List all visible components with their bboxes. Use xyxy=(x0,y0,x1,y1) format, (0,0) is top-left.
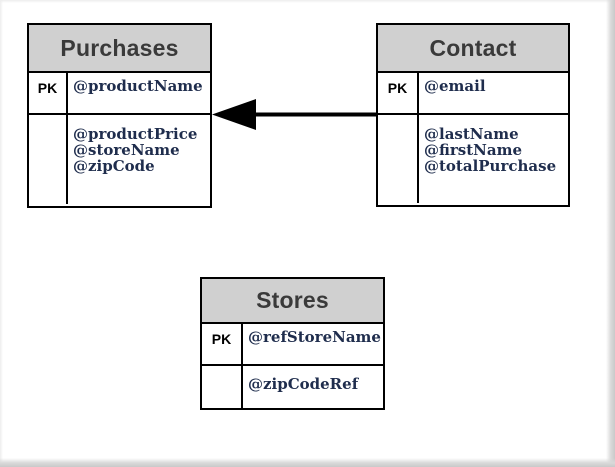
entity-purchases-attributes-cell: @productPrice @storeName @zipCode xyxy=(68,115,210,204)
entity-stores-title: Stores xyxy=(202,279,383,324)
entity-stores-attributes-cell: @zipCodeRef xyxy=(243,366,383,408)
entity-contact-attribute: @firstName xyxy=(424,141,523,159)
entity-contact-attr-key-cell xyxy=(378,115,419,203)
entity-contact-attributes-row: @lastName @firstName @totalPurchase xyxy=(378,115,568,203)
entity-stores-attr-key-cell xyxy=(202,366,243,408)
page-edge-top xyxy=(0,0,615,3)
entity-purchases-attribute: @productPrice xyxy=(73,125,198,143)
entity-purchases-pk-attribute: @productName xyxy=(73,77,203,95)
entity-contact-attributes-cell: @lastName @firstName @totalPurchase xyxy=(419,115,568,203)
entity-stores-pk-row: PK @refStoreName xyxy=(202,324,383,366)
entity-purchases-pk-label: PK xyxy=(29,73,68,113)
entity-stores-attributes-row: @zipCodeRef xyxy=(202,366,383,408)
entity-purchases-attribute: @storeName xyxy=(73,141,180,159)
entity-purchases[interactable]: Purchases PK @productName @productPrice … xyxy=(27,23,212,208)
entity-contact-title: Contact xyxy=(378,25,568,73)
entity-stores[interactable]: Stores PK @refStoreName @zipCodeRef xyxy=(200,277,385,410)
page-edge-right xyxy=(606,0,615,467)
entity-contact-pk-cell: @email xyxy=(419,73,568,113)
entity-stores-attribute: @zipCodeRef xyxy=(248,375,359,393)
entity-purchases-pk-row: PK @productName xyxy=(29,73,210,115)
page-edge-bottom xyxy=(0,458,615,467)
entity-contact-pk-label: PK xyxy=(378,73,419,113)
entity-stores-pk-cell: @refStoreName xyxy=(243,324,383,364)
relationship-arrow-contact-to-purchases[interactable] xyxy=(210,98,380,132)
entity-contact-pk-row: PK @email xyxy=(378,73,568,115)
entity-stores-pk-attribute: @refStoreName xyxy=(248,328,381,346)
entity-purchases-pk-cell: @productName xyxy=(68,73,210,113)
page-edge-left xyxy=(0,0,3,467)
entity-contact-attribute: @totalPurchase xyxy=(424,157,557,175)
entity-purchases-attr-key-cell xyxy=(29,115,68,204)
entity-contact[interactable]: Contact PK @email @lastName @firstName @… xyxy=(376,23,570,207)
entity-purchases-attributes-row: @productPrice @storeName @zipCode xyxy=(29,115,210,204)
entity-contact-pk-attribute: @email xyxy=(424,77,486,95)
entity-contact-attribute: @lastName xyxy=(424,125,519,143)
entity-purchases-attribute: @zipCode xyxy=(73,157,155,175)
entity-stores-pk-label: PK xyxy=(202,324,243,364)
entity-purchases-title: Purchases xyxy=(29,25,210,73)
arrowhead-icon xyxy=(212,99,256,130)
